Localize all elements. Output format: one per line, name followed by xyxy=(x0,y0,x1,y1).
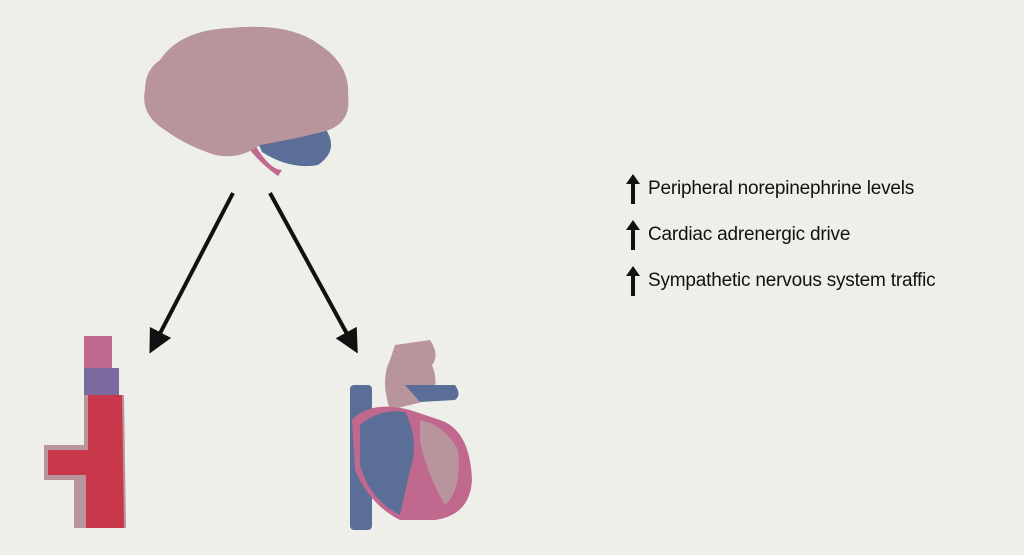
effects-list: Peripheral norepinephrine levels Cardiac… xyxy=(626,174,936,314)
arrow-to-heart xyxy=(268,192,358,354)
effect-label: Sympathetic nervous system traffic xyxy=(648,270,936,291)
effect-label: Peripheral norepinephrine levels xyxy=(648,178,915,199)
arrow-up-icon xyxy=(626,174,640,204)
heart-icon xyxy=(350,340,472,530)
effect-item: Peripheral norepinephrine levels xyxy=(626,174,935,204)
arrow-up-icon xyxy=(626,220,640,250)
arrow-to-vessel xyxy=(149,192,235,354)
brain-icon xyxy=(144,26,349,176)
blood-vessel-icon xyxy=(44,336,126,528)
arrow-up-icon xyxy=(626,266,640,296)
effect-item: Cardiac adrenergic drive xyxy=(626,220,935,250)
effect-item: Sympathetic nervous system traffic xyxy=(626,266,936,296)
effect-label: Cardiac adrenergic drive xyxy=(648,224,851,245)
